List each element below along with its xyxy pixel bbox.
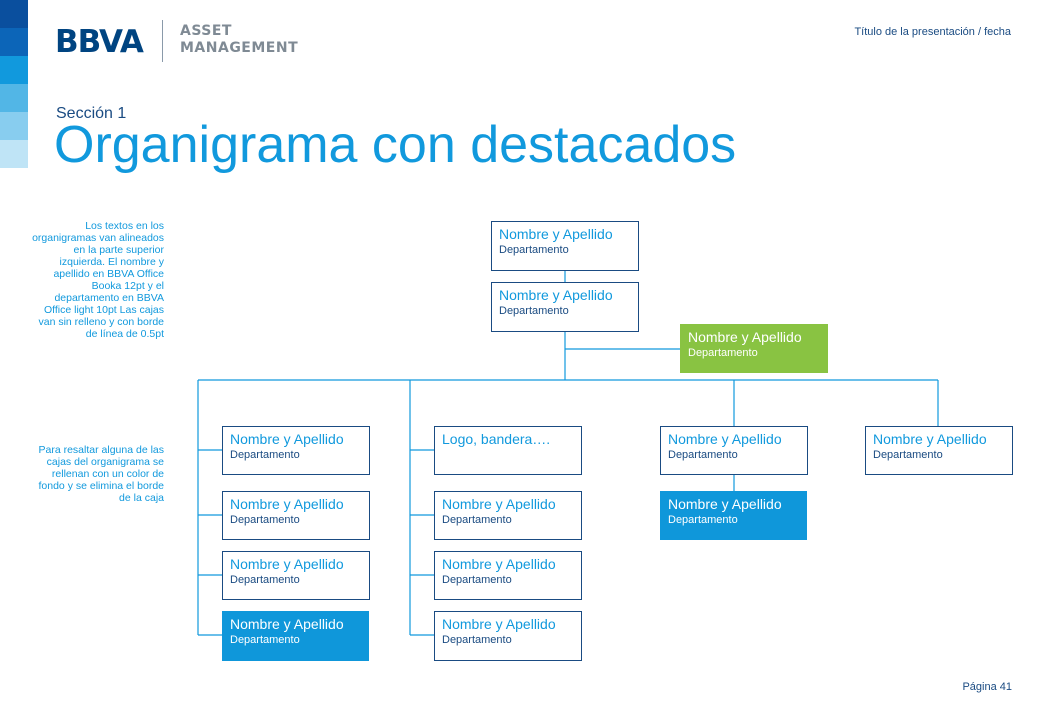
box-dept: Departamento (230, 449, 300, 461)
box-dept: Departamento (668, 514, 738, 526)
box-name: Nombre y Apellido (688, 329, 802, 345)
box-dept: Departamento (230, 574, 300, 586)
box-dept: Departamento (442, 574, 512, 586)
org-box-assistant-highlight: Nombre y Apellido Departamento (680, 324, 828, 373)
logo-sub-line2: MANAGEMENT (180, 40, 299, 56)
box-dept: Departamento (230, 514, 300, 526)
note-highlight: Para resaltar alguna de las cajas del or… (38, 444, 165, 504)
org-box-col1-1: Nombre y Apellido Departamento (222, 426, 370, 475)
page-number: Página 41 (962, 681, 1012, 693)
box-name: Nombre y Apellido (442, 556, 556, 572)
box-name: Nombre y Apellido (499, 287, 613, 303)
logo-divider (162, 20, 163, 62)
org-box-top: Nombre y Apellido Departamento (491, 221, 639, 271)
logo-sub-line1: ASSET (180, 23, 232, 39)
box-name: Nombre y Apellido (230, 616, 344, 632)
org-box-col1-2: Nombre y Apellido Departamento (222, 491, 370, 540)
decor-strip-3 (0, 56, 28, 84)
box-dept: Departamento (688, 347, 758, 359)
asset-management-logo: ASSET MANAGEMENT (180, 23, 298, 57)
box-dept: Departamento (873, 449, 943, 461)
box-dept: Departamento (442, 514, 512, 526)
decor-strip-2 (0, 28, 28, 56)
box-name: Logo, bandera…. (442, 431, 551, 447)
section-label: Sección 1 (56, 105, 127, 122)
box-dept: Departamento (442, 634, 512, 646)
org-box-col2-2: Nombre y Apellido Departamento (434, 491, 582, 540)
box-name: Nombre y Apellido (230, 496, 344, 512)
org-box-col2-3: Nombre y Apellido Departamento (434, 551, 582, 600)
box-dept: Departamento (499, 305, 569, 317)
box-name: Nombre y Apellido (230, 431, 344, 447)
decor-strip-6 (0, 140, 28, 168)
box-name: Nombre y Apellido (442, 616, 556, 632)
box-name: Nombre y Apellido (668, 431, 782, 447)
bbva-logo: BBVA (55, 24, 144, 60)
org-box-col2-logo: Logo, bandera…. (434, 426, 582, 475)
box-dept: Departamento (230, 634, 300, 646)
box-name: Nombre y Apellido (442, 496, 556, 512)
org-box-second: Nombre y Apellido Departamento (491, 282, 639, 332)
org-box-col1-3: Nombre y Apellido Departamento (222, 551, 370, 600)
box-name: Nombre y Apellido (873, 431, 987, 447)
note-alignment: Los textos en los organigramas van aline… (32, 220, 164, 340)
org-box-col3-1: Nombre y Apellido Departamento (660, 426, 808, 475)
box-dept: Departamento (499, 244, 569, 256)
box-name: Nombre y Apellido (499, 226, 613, 242)
org-box-col4-1: Nombre y Apellido Departamento (865, 426, 1013, 475)
box-dept: Departamento (668, 449, 738, 461)
box-name: Nombre y Apellido (230, 556, 344, 572)
box-name: Nombre y Apellido (668, 496, 782, 512)
org-box-col3-2-highlight: Nombre y Apellido Departamento (660, 491, 807, 540)
decor-strip-4 (0, 84, 28, 112)
decor-strip-1 (0, 0, 28, 28)
decor-strip-5 (0, 112, 28, 140)
slide-title: Organigrama con destacados (54, 116, 737, 174)
presentation-note: Título de la presentación / fecha (854, 26, 1011, 38)
org-box-col2-4: Nombre y Apellido Departamento (434, 611, 582, 661)
org-box-col1-4-highlight: Nombre y Apellido Departamento (222, 611, 369, 661)
